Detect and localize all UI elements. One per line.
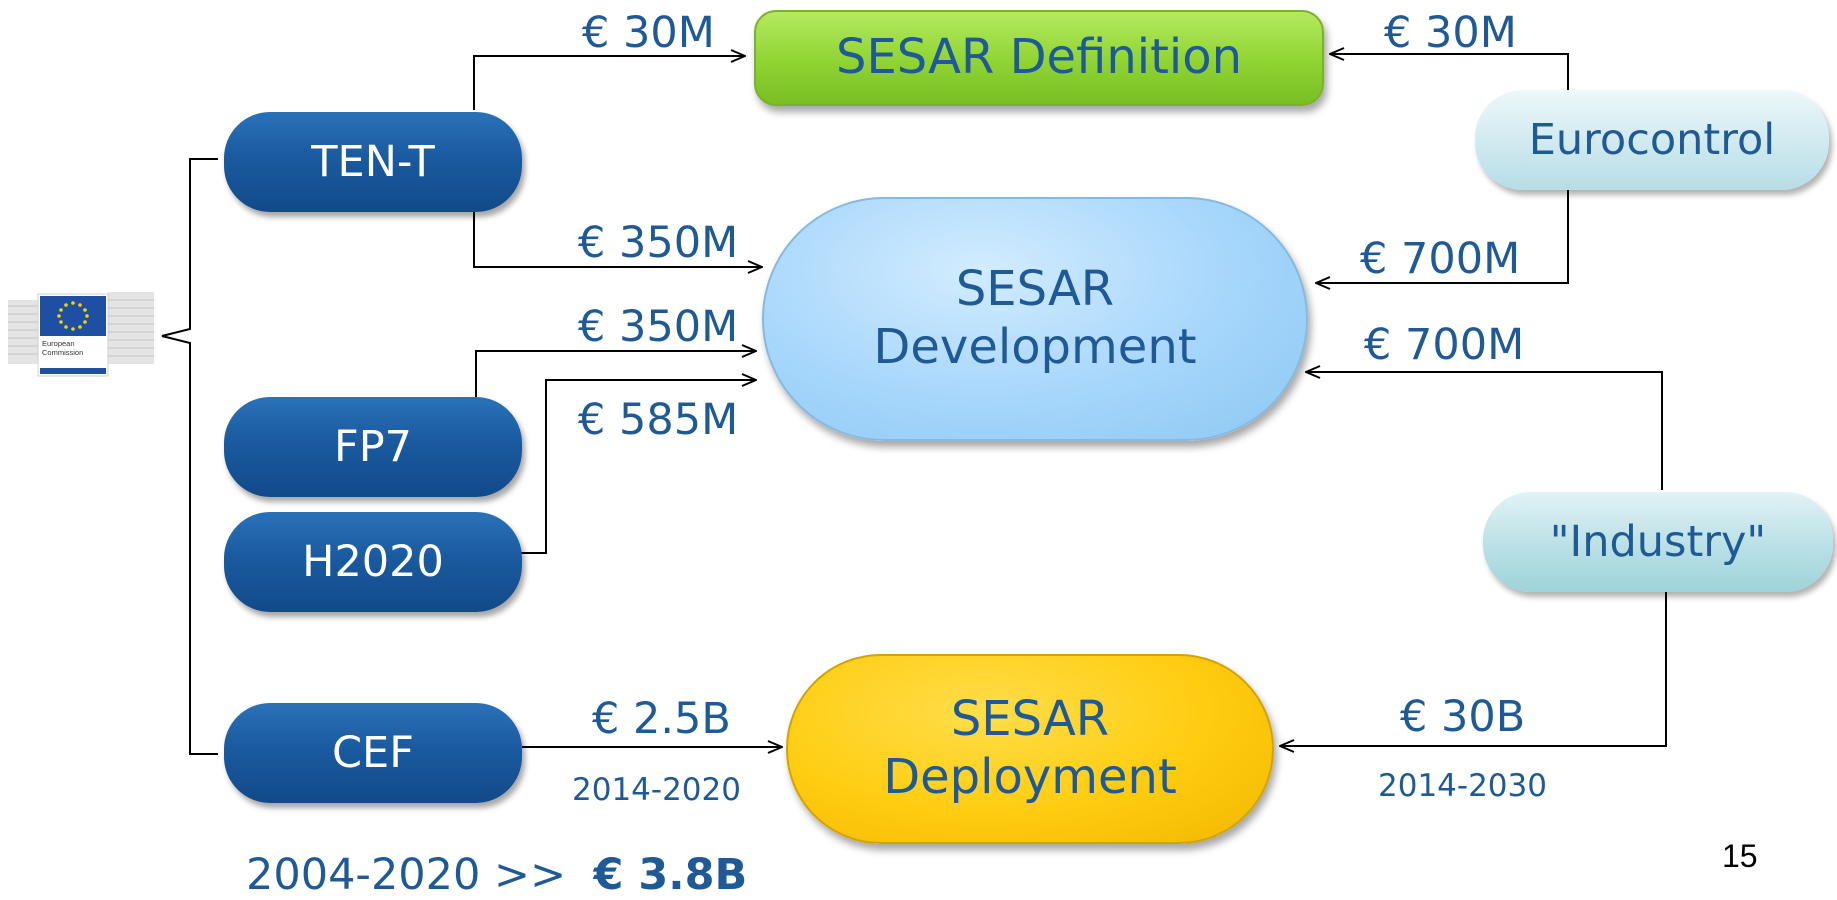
target-sesar-deployment-line1: SESAR <box>950 691 1110 748</box>
source-tent: TEN-T <box>224 112 522 212</box>
amount-tent-to-development: € 350M <box>578 218 739 268</box>
source-cef-label: CEF <box>332 728 414 778</box>
period-cef: 2014-2020 <box>572 772 741 808</box>
source-tent-label: TEN-T <box>311 137 435 187</box>
amount-industry-to-deployment: € 30B <box>1400 692 1526 742</box>
arrow-tent-to-definition <box>473 56 745 110</box>
source-eurocontrol-label: Eurocontrol <box>1528 115 1776 165</box>
amount-eurocontrol-to-definition: € 30M <box>1384 8 1517 58</box>
source-cef: CEF <box>224 703 522 803</box>
logo-text-2: Commission <box>42 348 83 357</box>
arrow-h2020-to-development <box>518 380 756 554</box>
arrow-industry-to-development <box>1306 372 1663 490</box>
arrow-tent-to-development <box>473 212 762 267</box>
amount-h2020-to-development: € 585M <box>578 395 739 445</box>
total-period: 2004-2020 >> <box>246 850 567 900</box>
source-h2020-label: H2020 <box>302 537 444 587</box>
arrow-fp7-to-development <box>475 351 756 397</box>
total-amount: € 3.8B <box>593 850 748 900</box>
source-eurocontrol: Eurocontrol <box>1475 90 1829 190</box>
source-industry: "Industry" <box>1483 492 1833 592</box>
arrow-eurocontrol-to-development <box>1316 190 1569 283</box>
amount-tent-to-definition: € 30M <box>582 8 715 58</box>
amount-eurocontrol-to-development: € 700M <box>1360 234 1521 284</box>
target-sesar-development-line1: SESAR <box>955 261 1115 318</box>
source-fp7-label: FP7 <box>333 422 413 472</box>
ec-bracket <box>161 158 218 755</box>
target-sesar-development-line2: Development <box>873 319 1197 375</box>
target-sesar-definition-label: SESAR Definition <box>835 29 1243 86</box>
period-industry: 2014-2030 <box>1378 768 1547 804</box>
amount-industry-to-development: € 700M <box>1364 320 1525 370</box>
logo-text-1: European <box>42 339 75 348</box>
amount-fp7-to-development: € 350M <box>578 302 739 352</box>
page-number: 15 <box>1722 838 1758 874</box>
source-fp7: FP7 <box>224 397 522 497</box>
target-sesar-deployment: SESAR Deployment <box>786 654 1274 844</box>
total-funding: 2004-2020 >> € 3.8B <box>246 850 747 900</box>
target-sesar-definition: SESAR Definition <box>754 10 1324 106</box>
source-industry-label: "Industry" <box>1549 517 1767 567</box>
source-h2020: H2020 <box>224 512 522 612</box>
arrow-industry-to-deployment <box>1280 588 1667 746</box>
target-sesar-development: SESAR Development <box>762 197 1308 441</box>
european-commission-logo: European Commission <box>8 292 154 377</box>
target-sesar-deployment-line2: Deployment <box>883 749 1177 805</box>
arrow-eurocontrol-to-definition <box>1330 54 1569 90</box>
amount-cef-to-deployment: € 2.5B <box>592 694 731 744</box>
